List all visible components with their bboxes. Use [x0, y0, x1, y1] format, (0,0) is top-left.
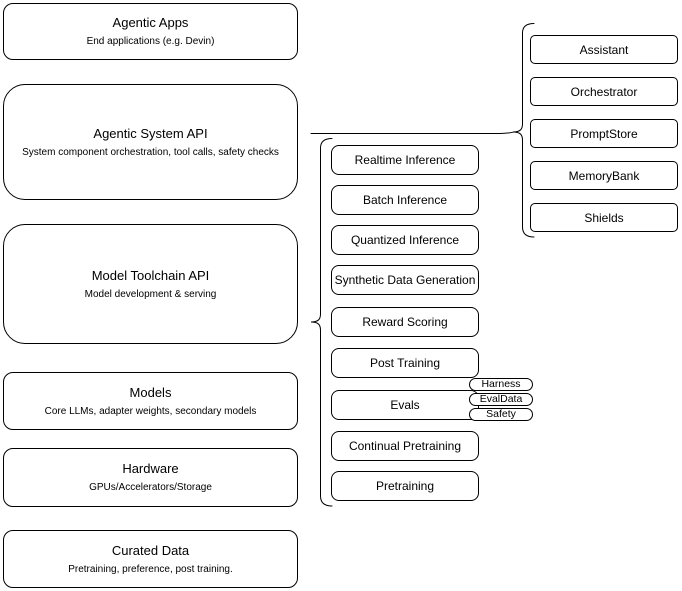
node-label: Pretraining [375, 479, 435, 493]
node-title: Agentic Apps [112, 15, 189, 30]
node-title: Agentic System API [93, 125, 208, 141]
node-subtitle: Pretraining, preference, post training. [68, 563, 233, 575]
node-subtitle: GPUs/Accelerators/Storage [89, 482, 212, 493]
node-post-training: Post Training [331, 348, 479, 378]
node-models: Models Core LLMs, adapter weights, secon… [3, 372, 298, 430]
node-batch-inference: Batch Inference [331, 185, 479, 215]
node-continual-pretraining: Continual Pretraining [331, 431, 479, 461]
node-memorybank: MemoryBank [530, 161, 678, 190]
node-label: MemoryBank [568, 168, 640, 183]
node-subtitle: Model development & serving [84, 288, 217, 300]
node-label: Evals [390, 398, 420, 412]
node-title: Curated Data [111, 542, 190, 558]
node-label: Realtime Inference [354, 153, 456, 167]
node-label: Reward Scoring [362, 315, 448, 329]
node-curated-data: Curated Data Pretraining, preference, po… [3, 530, 298, 588]
node-title: Models [129, 384, 172, 400]
node-assistant: Assistant [530, 35, 678, 64]
node-label: Harness [481, 378, 521, 390]
node-label: EvalData [479, 393, 523, 405]
system-api-connector-line [310, 131, 514, 134]
node-subtitle: Core LLMs, adapter weights, secondary mo… [44, 405, 257, 417]
node-label: Orchestrator [570, 84, 638, 99]
node-label: Batch Inference [362, 193, 448, 207]
node-label: PromptStore [570, 126, 638, 141]
node-quantized-inference: Quantized Inference [331, 225, 479, 255]
node-label: Assistant [579, 42, 629, 57]
node-shields: Shields [530, 203, 678, 232]
node-agentic-apps: Agentic Apps End applications (e.g. Devi… [3, 3, 298, 60]
node-label: Safety [486, 408, 516, 420]
node-title: Model Toolchain API [91, 267, 210, 283]
node-hardware: Hardware GPUs/Accelerators/Storage [3, 448, 298, 507]
node-promptstore: PromptStore [530, 119, 678, 148]
node-agentic-system-api: Agentic System API System component orch… [3, 84, 298, 200]
node-eval-harness: Harness [469, 378, 533, 391]
node-pretraining: Pretraining [331, 471, 479, 501]
node-reward-scoring: Reward Scoring [331, 307, 479, 337]
node-label: Continual Pretraining [348, 439, 462, 453]
node-label: Quantized Inference [350, 233, 460, 247]
node-eval-safety: Safety [469, 408, 533, 421]
node-title: Hardware [122, 461, 179, 476]
node-synthetic-data-generation: Synthetic Data Generation [331, 265, 479, 295]
toolchain-brace [310, 138, 333, 507]
components-brace [512, 23, 535, 238]
node-label: Post Training [369, 356, 441, 370]
node-realtime-inference: Realtime Inference [331, 145, 479, 175]
node-subtitle: System component orchestration, tool cal… [22, 146, 279, 158]
node-label: Shields [584, 210, 624, 225]
node-evals: Evals [331, 390, 479, 420]
node-orchestrator: Orchestrator [530, 77, 678, 106]
node-label: Synthetic Data Generation [334, 273, 476, 287]
node-subtitle: End applications (e.g. Devin) [86, 36, 215, 47]
node-model-toolchain-api: Model Toolchain API Model development & … [3, 224, 298, 344]
node-eval-evaldata: EvalData [469, 393, 533, 406]
